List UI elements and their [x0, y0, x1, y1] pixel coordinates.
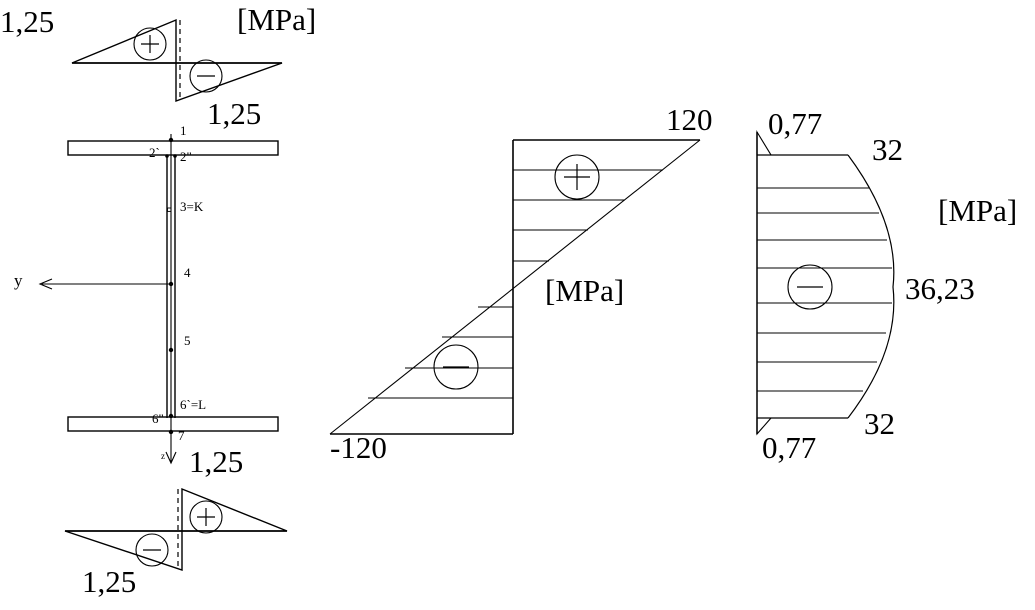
node-label-6-double-prime: 6"	[152, 411, 164, 426]
node-label-7: 7	[178, 428, 185, 443]
node-label-2-prime: 2`	[149, 145, 160, 160]
bottom-plus-sign-badge	[189, 500, 223, 534]
node-2p-marker	[165, 154, 169, 158]
bending-minus-sign-badge	[433, 344, 479, 390]
y-axis-arrowhead	[38, 278, 53, 290]
z-axis-arrowhead	[165, 451, 177, 465]
node-label-4: 4	[184, 265, 191, 280]
top-minus-sign-badge	[189, 59, 223, 93]
shear-parabola-curve	[847, 154, 895, 419]
shear-bottom-flange-wedge	[756, 417, 773, 436]
node-label-5: 5	[184, 333, 191, 348]
shear-units-label: [MPa]	[938, 193, 1018, 228]
bottom-right-value-label: 1,25	[189, 444, 244, 479]
top-units-label: [MPa]	[237, 2, 317, 37]
top-right-triangle	[175, 62, 283, 102]
top-plus-sign-badge	[133, 27, 167, 61]
bottom-left-triangle	[64, 530, 183, 571]
shear-web-center-value-label: 36,23	[905, 271, 975, 306]
bottom-flange	[67, 416, 279, 432]
top-right-value-label: 1,25	[207, 96, 262, 131]
bending-units-label: [MPa]	[545, 273, 625, 308]
shear-top-flange-value-label: 0,77	[768, 106, 823, 141]
node-label-6-prime-l: 6`=L	[180, 397, 207, 412]
node-1-marker	[168, 137, 174, 143]
bending-bottom-value-label: -120	[330, 430, 387, 465]
bending-top-value-label: 120	[666, 102, 713, 137]
bending-stress-diagram	[329, 139, 701, 435]
shear-stress-diagram	[756, 130, 895, 436]
node-label-1: 1	[180, 123, 187, 138]
bottom-right-triangle	[181, 487, 288, 532]
node-4-marker	[168, 281, 174, 287]
top-flange	[67, 140, 279, 156]
i-beam-cross-section-graphic	[38, 134, 279, 465]
bottom-minus-sign-badge	[135, 533, 169, 567]
top-left-triangle	[71, 18, 177, 64]
z-axis-label: z	[161, 451, 165, 461]
node-6-marker	[168, 413, 174, 419]
bending-plus-sign-badge	[554, 154, 600, 200]
shear-web-top-value-label: 32	[872, 132, 903, 167]
node-label-2-double-prime: 2"	[180, 149, 192, 164]
node-label-3-k: 3=K	[180, 199, 204, 214]
node-3-marker	[167, 207, 172, 212]
y-axis-label: y	[14, 271, 23, 290]
bottom-torsion-diagram	[64, 487, 288, 571]
shear-bottom-flange-value-label: 0,77	[762, 430, 817, 465]
node-2pp-marker	[173, 154, 177, 158]
top-left-value-label: 1,25	[0, 4, 55, 39]
top-torsion-diagram	[71, 18, 283, 102]
bending-diagonal-line	[329, 139, 701, 435]
bottom-left-value-label: 1,25	[82, 564, 137, 599]
node-7-marker	[168, 429, 174, 435]
shear-minus-sign-badge	[787, 264, 833, 310]
shear-web-bottom-value-label: 32	[864, 406, 895, 441]
node-5-marker	[168, 347, 174, 353]
